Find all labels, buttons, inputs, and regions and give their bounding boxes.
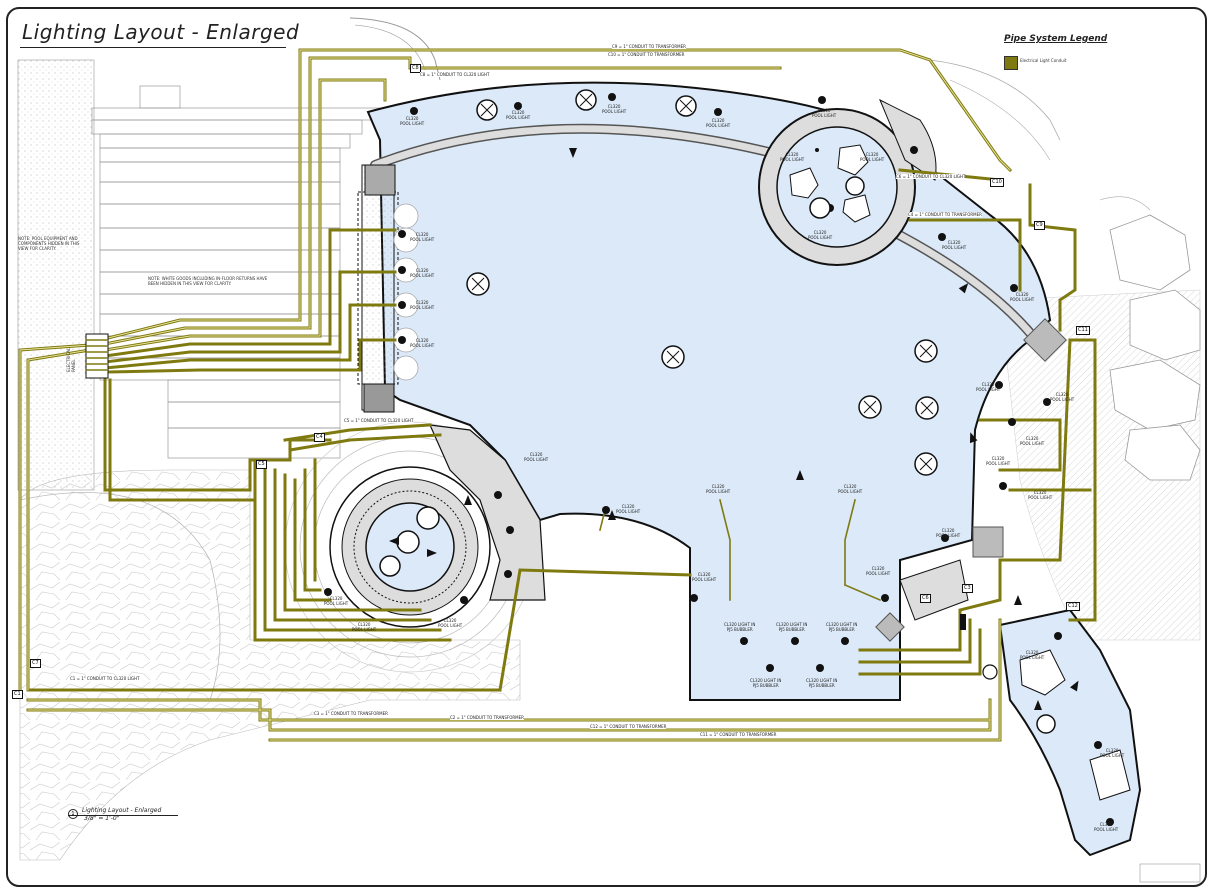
light-label: CL320 POOL LIGHT (352, 622, 377, 632)
light-label: CL320 POOL LIGHT (976, 382, 1001, 392)
electrical-panel (85, 333, 109, 379)
circuit-tag-c7: C7 (30, 659, 41, 668)
gravel-blocks (875, 318, 1067, 642)
conduit-runs (18, 48, 1097, 742)
legend-title: Pipe System Legend (1004, 34, 1108, 44)
conduit-label: C1 = 1" CONDUIT TO CL320 LIGHT (70, 676, 140, 681)
light-label: CL320 POOL LIGHT (860, 152, 885, 162)
conduit-label: C8 = 1" CONDUIT TO CL320 LIGHT (420, 72, 490, 77)
light-label: CL320 POOL LIGHT (1100, 748, 1125, 758)
conduit-label: C11 = 1" CONDUIT TO TRANSFORMER (700, 732, 777, 737)
light-label: CL320 POOL LIGHT (524, 452, 549, 462)
house-zone (17, 59, 95, 491)
circuit-tag-c6: C6 (920, 594, 931, 603)
light-label: CL320 POOL LIGHT (1020, 650, 1045, 660)
light-label: CL320 POOL LIGHT (866, 566, 891, 576)
bubbler-light-label: CL320 LIGHT IN PJ5 BUBBLER (776, 622, 808, 632)
light-label: CL320 POOL LIGHT (942, 240, 967, 250)
bubbler-light-label: CL320 LIGHT IN PJ5 BUBBLER (826, 622, 858, 632)
light-label: CL320 POOL LIGHT (438, 618, 463, 628)
light-label: CL320 POOL LIGHT (706, 118, 731, 128)
light-label: CL320 POOL LIGHT (1010, 292, 1035, 302)
conduit-label: C2 = 1" CONDUIT TO TRANSFORMER (450, 715, 524, 720)
circuit-tag-c3: C3 (962, 584, 973, 593)
circuit-tag-c4: C4 (314, 433, 325, 442)
light-label: CL320 POOL LIGHT (410, 338, 435, 348)
light-label: CL320 POOL LIGHT (808, 230, 833, 240)
circuit-tag-c11: C11 (1076, 326, 1090, 335)
light-label: CL320 POOL LIGHT (410, 300, 435, 310)
circuit-tag-c9: C9 (1034, 221, 1045, 230)
circuit-tag-c5: C5 (256, 460, 267, 469)
conduit-label: C5 = 1" CONDUIT TO CL320 LIGHT (344, 418, 414, 423)
light-label: CL320 POOL LIGHT (986, 456, 1011, 466)
conduit-label: C9 = 1" CONDUIT TO TRANSFORMER (612, 44, 686, 49)
circuit-tag-c1: C1 (12, 690, 23, 699)
light-label: CL320 POOL LIGHT (706, 484, 731, 494)
conduit-label: C12 = 1" CONDUIT TO TRANSFORMER (590, 724, 667, 729)
light-label: CL320 POOL LIGHT (838, 484, 863, 494)
light-label: CL320 POOL LIGHT (1020, 436, 1045, 446)
light-label: CL320 POOL LIGHT (780, 152, 805, 162)
detail-title: Lighting Layout - Enlarged (82, 807, 162, 814)
bubbler-light-label: CL320 LIGHT IN PJ5 BUBBLER (750, 678, 782, 688)
conduit-label: C4 = 1" CONDUIT TO TRANSFORMER (908, 212, 982, 217)
note-electrical-panel: ELECTRICAL PANEL (66, 347, 76, 372)
detail-scale: 3/8" = 1'-0" (84, 815, 120, 822)
light-label: CL320 POOL LIGHT (1028, 490, 1053, 500)
detail-underline (68, 815, 178, 816)
circuit-tag-c8: C8 (410, 64, 421, 73)
drawing-title: Lighting Layout - Enlarged (22, 20, 300, 44)
light-label: CL320 POOL LIGHT (1050, 392, 1075, 402)
legend-swatch (1004, 56, 1018, 70)
conduit-label: C3 = 1" CONDUIT TO TRANSFORMER (314, 711, 388, 716)
note-white-goods: NOTE: WHITE GOODS INCLUDING IN-FLOOR RET… (148, 276, 268, 286)
circuit-tag-c10: C10 (990, 178, 1004, 187)
spa-rocks (789, 144, 871, 223)
title-underline (20, 47, 286, 48)
conduit-label: C10 = 1" CONDUIT TO TRANSFORMER (608, 52, 685, 57)
boulders (1109, 214, 1201, 481)
pool-lights (324, 93, 1114, 826)
bubbler-light-label: CL320 LIGHT IN PJ5 BUBBLER (724, 622, 756, 632)
deck-steps (91, 85, 383, 459)
lower-patio (19, 469, 521, 861)
light-label: CL320 POOL LIGHT (1094, 822, 1119, 832)
light-label: CL320 POOL LIGHT (324, 596, 349, 606)
light-label: CL320 POOL LIGHT (692, 572, 717, 582)
light-label: CL320 POOL LIGHT (936, 528, 961, 538)
legend-item-label: Electrical Light Conduit (1020, 58, 1067, 63)
light-label: CL320 POOL LIGHT (602, 104, 627, 114)
light-label: CL320 POOL LIGHT (410, 268, 435, 278)
light-label: CL320 POOL LIGHT (410, 232, 435, 242)
conduit-label: C6 = 1" CONDUIT TO CL320 LIGHT (896, 174, 966, 179)
pool-wall-left (361, 164, 395, 411)
bubbler-light-label: CL320 LIGHT IN PJ5 BUBBLER (806, 678, 838, 688)
spa-steps (429, 424, 546, 601)
flow-arrows (389, 148, 1079, 710)
note-equipment: NOTE: POOL EQUIPMENT AND COMPONENTS HIDD… (18, 236, 80, 251)
light-label: CL320 POOL LIGHT (812, 108, 837, 118)
spa-bottom-left (329, 466, 491, 628)
light-label: CL320 POOL LIGHT (400, 116, 425, 126)
detail-number: 1 (68, 809, 78, 819)
light-label: CL320 POOL LIGHT (506, 110, 531, 120)
circuit-tag-c12: C12 (1066, 602, 1080, 611)
light-label: CL320 POOL LIGHT (616, 504, 641, 514)
